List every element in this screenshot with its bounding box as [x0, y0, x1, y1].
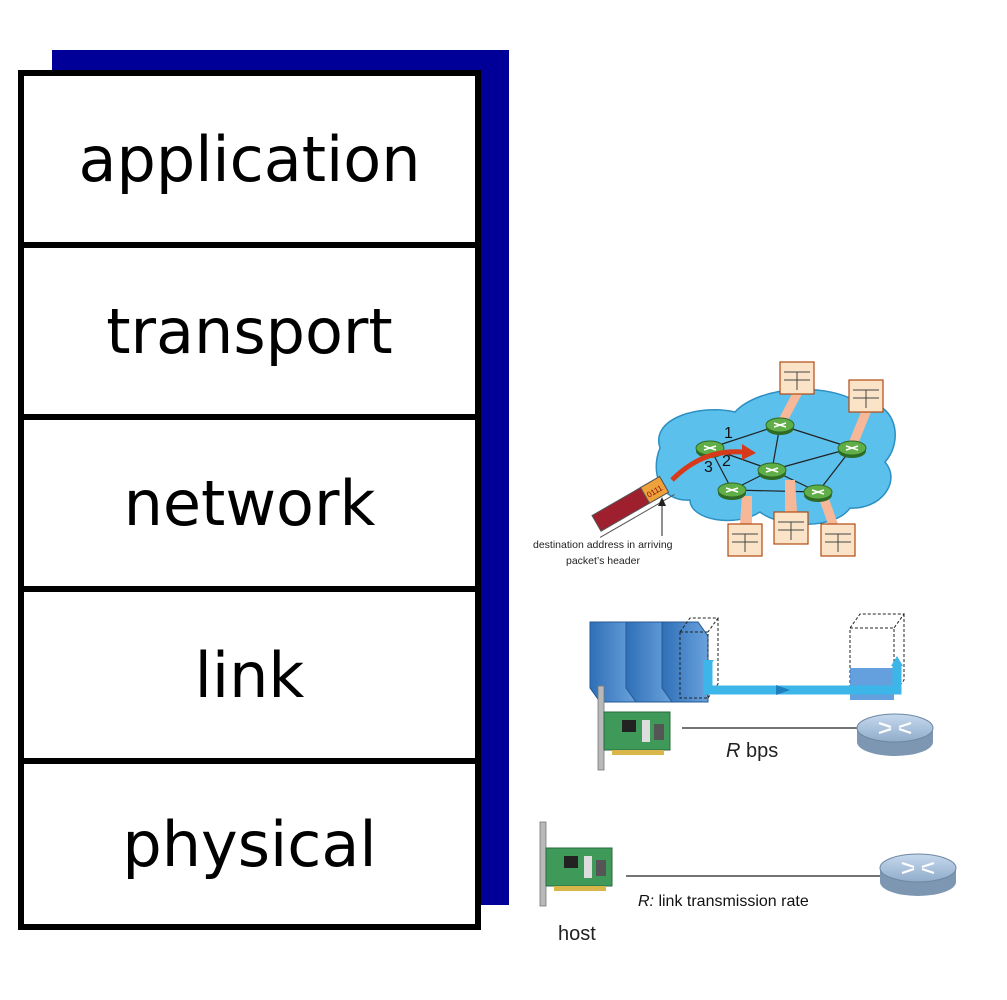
router-icon [879, 853, 957, 896]
network-cloud [655, 388, 896, 525]
annotation-line-2: packet’s header [566, 555, 640, 567]
layer-transport: transport [106, 294, 393, 368]
router-icon [856, 713, 934, 756]
network-forwarding-figure: 1 2 3 0111 destination address in arrivi… [533, 361, 896, 567]
link-rate-label: R bps [726, 740, 778, 762]
forwarding-table-icons [727, 361, 884, 557]
annotation-line-1: destination address in arriving [533, 539, 673, 551]
layer-network: network [123, 466, 376, 540]
layer-application: application [78, 122, 421, 196]
forwarding-arrow [670, 449, 743, 482]
layer-link: link [194, 638, 305, 712]
forwarding-arrowhead-icon [742, 444, 756, 460]
link-figure: R bps [589, 613, 934, 771]
annotation-arrow-icon [658, 497, 666, 506]
port-label-1: 1 [724, 425, 733, 442]
link-transfer-path [703, 660, 902, 695]
port-label-2: 2 [722, 453, 731, 470]
physical-figure: R: link transmission rate host [539, 821, 957, 945]
layer-physical: physical [122, 807, 377, 881]
up-arrow-icon [891, 656, 903, 666]
layer-divider [24, 414, 475, 420]
right-arrow-icon [776, 685, 790, 695]
layer-divider [24, 758, 475, 764]
down-arrow-icon [702, 660, 714, 668]
port-label-3: 3 [704, 459, 713, 476]
host-nic-icon [539, 821, 613, 907]
router-icons [695, 417, 867, 502]
host-label: host [558, 923, 596, 945]
nic-card-icon [597, 685, 671, 771]
protocol-stack: application transport network link physi… [18, 70, 481, 930]
layer-divider [24, 242, 475, 248]
layer-divider [24, 586, 475, 592]
physical-rate-label: R: link transmission rate [638, 893, 809, 910]
